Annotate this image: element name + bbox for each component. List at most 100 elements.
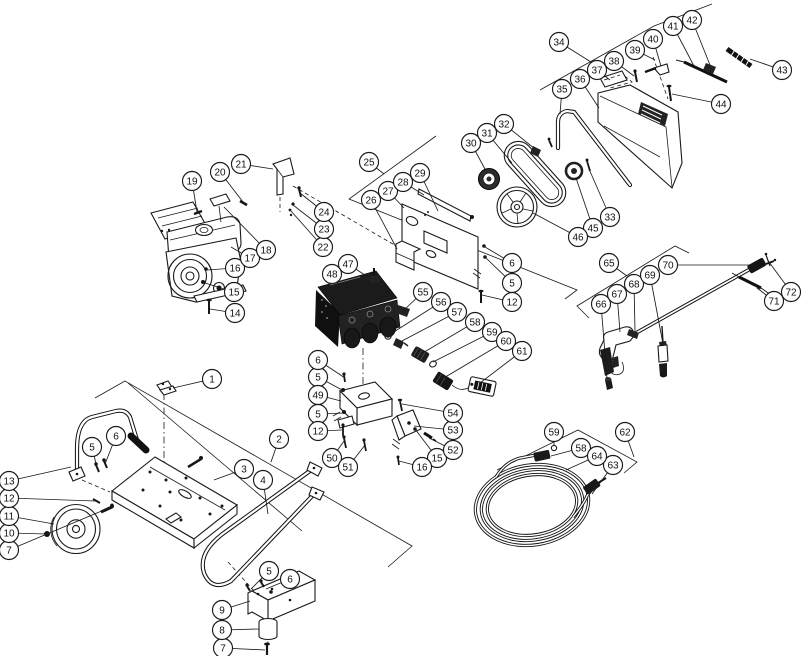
svg-text:1: 1: [209, 375, 215, 386]
callout-4: 4: [252, 469, 274, 491]
callout-39: 39: [624, 39, 646, 61]
svg-text:39: 39: [629, 46, 641, 57]
callout-16: 16: [224, 257, 246, 279]
callout-5: 5: [81, 436, 103, 458]
lower-handle-foot-drawing: [200, 461, 325, 655]
callout-32: 32: [493, 113, 515, 135]
svg-text:70: 70: [662, 261, 674, 272]
callout-1: 1: [201, 368, 223, 390]
callout-9: 9: [211, 599, 233, 621]
callout-15: 15: [223, 281, 245, 303]
callout-2: 2: [268, 428, 290, 450]
svg-text:69: 69: [644, 271, 656, 282]
callout-43: 43: [771, 59, 793, 81]
foot-bracket-drawing: [391, 398, 437, 466]
svg-text:16: 16: [416, 463, 428, 474]
callout-50: 50: [321, 447, 343, 469]
gun-wand-drawing: [598, 252, 777, 390]
svg-text:71: 71: [768, 297, 780, 308]
svg-text:38: 38: [608, 57, 620, 68]
callout-45: 45: [582, 217, 604, 239]
svg-text:14: 14: [229, 309, 241, 320]
svg-text:54: 54: [447, 409, 459, 420]
callout-26: 26: [360, 189, 382, 211]
svg-text:63: 63: [607, 461, 619, 472]
svg-text:26: 26: [365, 196, 377, 207]
leader-line-69: [649, 274, 664, 345]
callout-16: 16: [411, 456, 433, 478]
svg-text:53: 53: [447, 426, 459, 437]
callout-17: 17: [239, 247, 261, 269]
callout-69: 69: [639, 264, 661, 286]
svg-text:42: 42: [686, 16, 698, 27]
svg-text:6: 6: [509, 259, 515, 270]
callout-33: 33: [599, 206, 621, 228]
leader-line-59: [432, 331, 493, 363]
svg-text:33: 33: [604, 213, 616, 224]
svg-text:61: 61: [516, 347, 528, 358]
svg-text:6: 6: [315, 356, 321, 367]
callout-60: 60: [495, 330, 517, 352]
callout-10: 10: [0, 522, 20, 544]
callout-30: 30: [460, 132, 482, 154]
svg-text:55: 55: [417, 288, 429, 299]
callout-7: 7: [0, 539, 20, 561]
svg-text:35: 35: [556, 85, 568, 96]
callout-57: 57: [446, 301, 468, 323]
leader-line-12: [8, 497, 96, 502]
svg-text:12: 12: [312, 427, 324, 438]
callout-64: 64: [586, 445, 608, 467]
callout-40: 40: [642, 28, 664, 50]
callout-46: 46: [567, 226, 589, 248]
callout-3: 3: [233, 458, 255, 480]
hose-drawing: [473, 444, 607, 548]
svg-text:16: 16: [229, 264, 241, 275]
svg-text:56: 56: [435, 298, 447, 309]
svg-text:52: 52: [447, 446, 459, 457]
svg-text:47: 47: [342, 260, 354, 271]
callout-21: 21: [230, 153, 252, 175]
svg-text:15: 15: [228, 288, 240, 299]
frame-assembly-drawing: [44, 380, 238, 555]
callout-41: 41: [662, 15, 684, 37]
callout-38: 38: [603, 50, 625, 72]
callout-25: 25: [358, 151, 380, 173]
callout-12: 12: [0, 487, 20, 509]
svg-text:34: 34: [553, 38, 565, 49]
callout-5: 5: [501, 272, 523, 294]
callout-29: 29: [409, 162, 431, 184]
callout-34: 34: [548, 31, 570, 53]
svg-text:31: 31: [481, 129, 493, 140]
callout-7: 7: [212, 637, 234, 656]
svg-text:5: 5: [266, 567, 272, 578]
svg-text:12: 12: [3, 494, 15, 505]
svg-text:5: 5: [509, 279, 515, 290]
svg-text:60: 60: [500, 337, 512, 348]
callout-52: 52: [442, 439, 464, 461]
callout-55: 55: [412, 281, 434, 303]
callout-70: 70: [657, 254, 679, 276]
svg-text:25: 25: [363, 158, 375, 169]
svg-text:4: 4: [260, 476, 266, 487]
callout-11: 11: [0, 505, 20, 527]
pump-bracket-drawing: [332, 372, 394, 452]
leader-line-60: [441, 340, 507, 380]
leader-line-56: [388, 301, 442, 336]
leader-line-13: [8, 466, 72, 482]
svg-text:48: 48: [326, 270, 338, 281]
leader-line-7: [8, 509, 105, 551]
callout-58: 58: [570, 437, 592, 459]
svg-text:5: 5: [89, 443, 95, 454]
callout-8: 8: [211, 619, 233, 641]
callout-44: 44: [710, 93, 732, 115]
callout-6: 6: [307, 349, 329, 371]
svg-text:43: 43: [776, 66, 788, 77]
callout-72: 72: [780, 281, 802, 303]
svg-text:24: 24: [318, 208, 330, 219]
callout-62: 62: [614, 421, 636, 443]
svg-text:36: 36: [574, 75, 586, 86]
callout-24: 24: [313, 201, 335, 223]
svg-text:6: 6: [113, 432, 119, 443]
belt-cover-drawing: [555, 46, 753, 189]
svg-text:68: 68: [628, 280, 640, 291]
